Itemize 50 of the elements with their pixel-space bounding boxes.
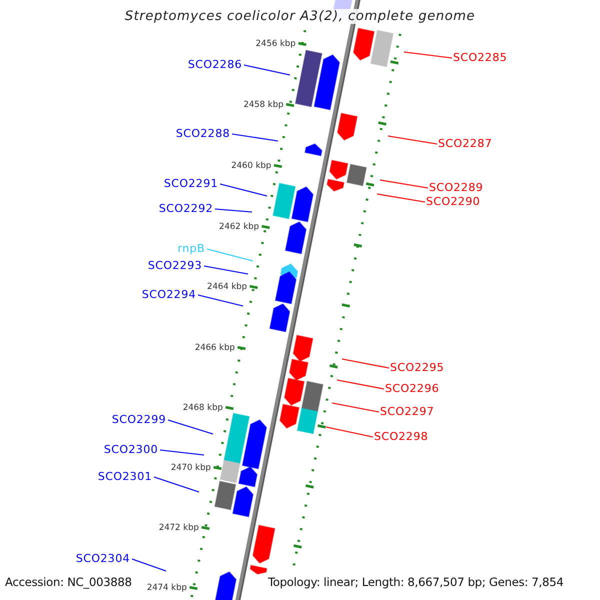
gene-label: SCO2297 [380,406,434,418]
position-label: 2464 kbp [207,282,248,292]
gene-label: SCO2285 [453,52,508,64]
leader-line [168,419,214,435]
gene-label: SCO2301 [98,471,152,483]
gene-label: SCO2304 [76,553,130,565]
position-label: 2458 kbp [243,100,284,110]
gene-label: SCO2287 [438,138,492,150]
leader-line [388,135,438,145]
gene-label: SCO2291 [164,178,218,190]
leader-line [342,358,390,369]
leader-line [154,476,200,493]
gene-label: SCO2292 [158,203,213,215]
leader-line [198,294,244,307]
gene-label: SCO2300 [104,444,158,456]
position-label: 2468 kbp [182,403,223,413]
gene-label: SCO2295 [390,362,444,374]
leader-line [244,64,290,76]
position-label: 2456 kbp [256,39,296,49]
leader-line [204,265,248,275]
leader-line [206,248,254,262]
gene-label: SCO2289 [429,182,484,194]
gene-label: SCO2293 [148,260,202,272]
gene-label: SCO2290 [426,196,480,208]
leader-line [332,402,380,413]
gene-label: SCO2286 [188,59,242,71]
leader-line [380,179,428,189]
leader-line [326,426,374,438]
leader-line [232,133,278,142]
leader-line [376,193,426,203]
gene-label: SCO2299 [112,414,166,426]
gene-label: SCO2296 [385,383,440,395]
position-label: 2474 kbp [146,583,187,593]
position-label: 2470 kbp [170,463,211,473]
position-label: 2462 kbp [219,222,260,232]
position-label: 2466 kbp [194,343,235,353]
gene-label: SCO2294 [142,289,196,301]
leader-line [404,51,452,59]
leader-line [220,183,268,197]
info-text: Accession: NC_003888 [5,575,132,589]
info-text: Topology: linear; Length: 8,667,507 bp; Genes: 7,854 [268,575,564,589]
gene-label: SCO2288 [176,128,230,140]
position-label: 2460 kbp [231,161,272,171]
leader-line [132,558,166,572]
leader-line [336,379,384,390]
leader-line [160,449,204,456]
gene-label: SCO2298 [374,431,428,443]
position-label: 2472 kbp [158,523,199,533]
leader-line [214,208,252,213]
gene-label: rnpB [178,243,205,255]
